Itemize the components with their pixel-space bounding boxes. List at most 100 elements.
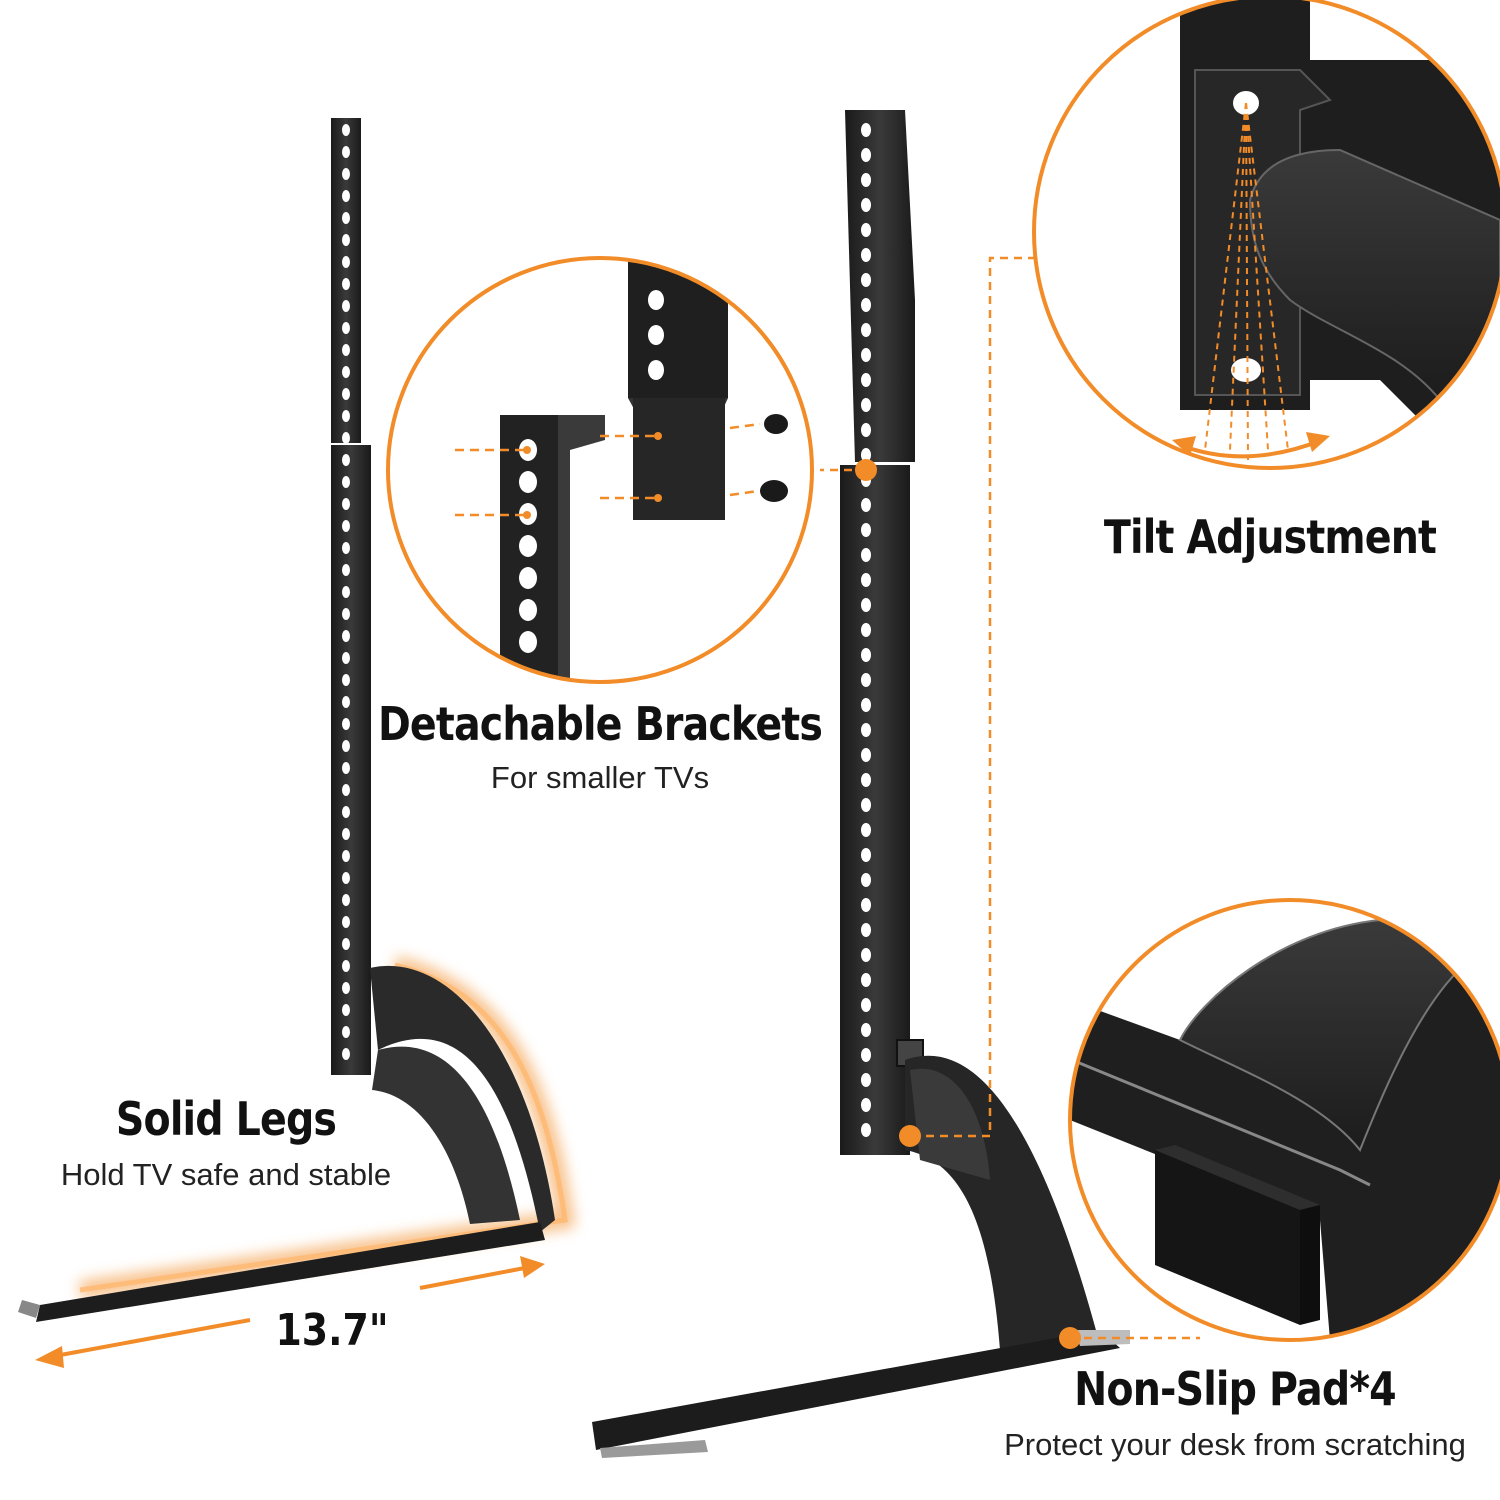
mounting-hole xyxy=(861,623,871,637)
mounting-hole xyxy=(342,652,350,664)
leg-length-dimension: 13.7" xyxy=(275,1305,389,1356)
mounting-hole xyxy=(861,248,871,262)
mounting-hole xyxy=(861,648,871,662)
mounting-hole xyxy=(342,410,350,422)
mounting-hole xyxy=(648,360,664,380)
mounting-hole xyxy=(342,190,350,202)
mounting-hole xyxy=(861,373,871,387)
mounting-hole xyxy=(861,1048,871,1062)
mounting-hole xyxy=(519,535,537,557)
mounting-hole xyxy=(342,542,350,554)
mounting-hole xyxy=(519,599,537,621)
mounting-hole xyxy=(861,398,871,412)
left-stand xyxy=(18,118,576,1322)
mounting-hole xyxy=(861,823,871,837)
mounting-hole xyxy=(342,718,350,730)
mounting-hole xyxy=(648,325,664,345)
mounting-hole xyxy=(861,923,871,937)
mounting-hole xyxy=(861,773,871,787)
non-slip-pad-title: Non-Slip Pad*4 xyxy=(1074,1362,1397,1416)
mounting-hole xyxy=(342,388,350,400)
non-slip-pad-subtitle: Protect your desk from scratching xyxy=(1004,1427,1466,1462)
mounting-hole xyxy=(342,828,350,840)
mounting-hole xyxy=(861,198,871,212)
mounting-hole xyxy=(342,674,350,686)
mounting-hole xyxy=(861,898,871,912)
mounting-hole xyxy=(342,278,350,290)
mounting-hole xyxy=(342,322,350,334)
mounting-hole xyxy=(861,173,871,187)
mounting-hole xyxy=(342,696,350,708)
mounting-hole xyxy=(861,448,871,462)
non-slip-pad-zoom xyxy=(1068,898,1500,1342)
mounting-hole xyxy=(861,973,871,987)
mounting-hole xyxy=(342,366,350,378)
mounting-hole xyxy=(342,850,350,862)
mounting-hole xyxy=(861,948,871,962)
center-stand xyxy=(592,110,1130,1458)
mounting-hole xyxy=(342,960,350,972)
leader-lines xyxy=(820,256,1200,1340)
mounting-hole xyxy=(342,300,350,312)
mounting-hole xyxy=(342,586,350,598)
mounting-hole xyxy=(342,498,350,510)
detachable-brackets-subtitle: For smaller TVs xyxy=(490,760,710,795)
mounting-hole xyxy=(519,631,537,653)
mounting-hole xyxy=(861,1023,871,1037)
mounting-hole xyxy=(342,916,350,928)
mounting-hole xyxy=(342,212,350,224)
mounting-hole xyxy=(648,290,664,310)
mounting-hole xyxy=(861,123,871,137)
mounting-hole xyxy=(861,598,871,612)
leg-length-arrows xyxy=(35,1256,545,1368)
mounting-hole xyxy=(861,848,871,862)
mounting-hole xyxy=(519,567,537,589)
mounting-hole xyxy=(342,784,350,796)
mounting-hole xyxy=(861,148,871,162)
mounting-hole xyxy=(861,798,871,812)
mounting-hole xyxy=(861,998,871,1012)
mounting-hole xyxy=(342,168,350,180)
mounting-hole xyxy=(861,1098,871,1112)
mounting-hole xyxy=(861,323,871,337)
mounting-hole xyxy=(342,938,350,950)
mounting-hole xyxy=(342,256,350,268)
mounting-hole xyxy=(342,762,350,774)
tilt-adjustment-title: Tilt Adjustment xyxy=(1103,510,1437,564)
mounting-hole xyxy=(342,1004,350,1016)
mounting-hole xyxy=(342,740,350,752)
mounting-hole xyxy=(861,548,871,562)
mounting-hole xyxy=(342,894,350,906)
mounting-hole xyxy=(342,872,350,884)
mounting-hole xyxy=(861,498,871,512)
detachable-brackets-title: Detachable Brackets xyxy=(377,697,823,751)
mounting-hole xyxy=(861,1073,871,1087)
mounting-hole xyxy=(342,982,350,994)
mounting-hole xyxy=(342,432,350,444)
mounting-hole xyxy=(342,608,350,620)
mounting-hole xyxy=(342,234,350,246)
mounting-hole xyxy=(342,630,350,642)
mounting-hole xyxy=(342,454,350,466)
mounting-hole xyxy=(861,673,871,687)
mounting-hole xyxy=(861,273,871,287)
mounting-hole xyxy=(861,348,871,362)
mounting-hole xyxy=(861,698,871,712)
solid-legs-title: Solid Legs xyxy=(115,1092,337,1146)
mounting-hole xyxy=(342,520,350,532)
mounting-hole xyxy=(861,423,871,437)
mounting-hole xyxy=(861,298,871,312)
mounting-hole xyxy=(861,1123,871,1137)
tilt-adjustment-zoom xyxy=(1032,0,1500,470)
mounting-hole xyxy=(861,873,871,887)
mounting-hole xyxy=(342,564,350,576)
mounting-hole xyxy=(342,1048,350,1060)
mounting-hole xyxy=(861,223,871,237)
detachable-brackets-zoom xyxy=(386,256,814,684)
mounting-hole xyxy=(519,471,537,493)
mounting-hole xyxy=(861,723,871,737)
mounting-hole xyxy=(861,523,871,537)
mounting-hole xyxy=(861,748,871,762)
mounting-hole xyxy=(342,476,350,488)
